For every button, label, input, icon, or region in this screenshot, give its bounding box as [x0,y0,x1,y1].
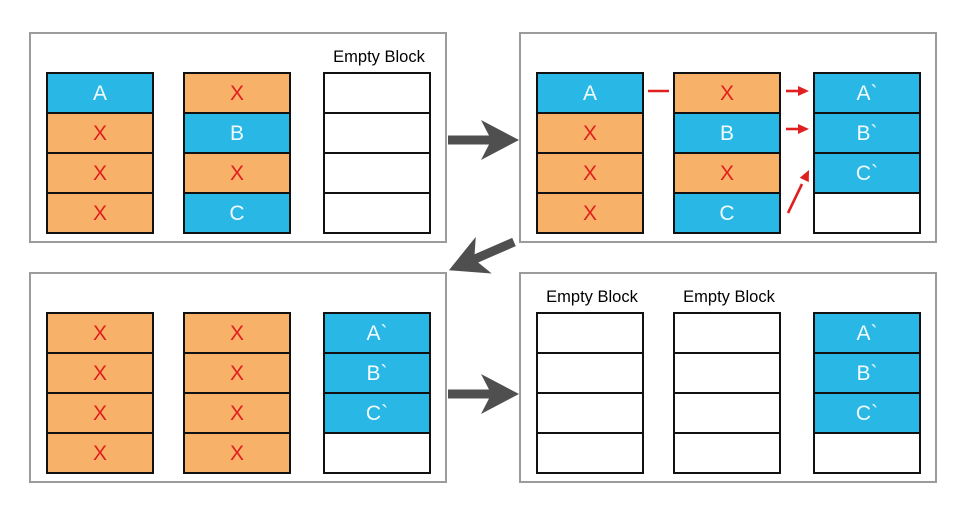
block-x: X [536,152,644,194]
column-label: Empty Block [683,288,775,306]
block-empty [323,112,431,154]
block-c: C [183,192,291,234]
column-label [673,48,785,70]
flash-block-column-2: Empty Block [673,274,785,481]
block-empty [323,432,431,474]
column-label [323,288,435,310]
blocks: A`B`C` [323,312,431,474]
block-empty [323,192,431,234]
column-label [183,288,295,310]
block-x: X [183,312,291,354]
block-empty [323,152,431,194]
block-x: X [536,112,644,154]
block-b-prime: B` [813,352,921,394]
block-empty [536,392,644,434]
block-b-prime: B` [323,352,431,394]
flash-block-column-3: A`B`C` [813,34,925,241]
block-empty [323,72,431,114]
panel-step4: Empty Block Empty Block A`B`C` [519,272,937,483]
block-c-prime: C` [813,152,921,194]
block-empty [673,312,781,354]
block-x: X [183,152,291,194]
block-a-prime: A` [813,72,921,114]
blocks [536,312,644,474]
block-a: A [536,72,644,114]
block-x: X [673,72,781,114]
block-empty [536,352,644,394]
block-c: C [673,192,781,234]
blocks [323,72,431,234]
block-empty [536,432,644,474]
block-b: B [673,112,781,154]
flash-block-column-1: Empty Block [536,274,648,481]
block-x: X [183,352,291,394]
flow-arrow-step3-to-step4-icon [448,374,519,414]
blocks: A`B`C` [813,72,921,234]
block-empty [536,312,644,354]
block-x: X [46,152,154,194]
flash-block-column-3: A`B`C` [813,274,925,481]
block-c-prime: C` [813,392,921,434]
blocks: A`B`C` [813,312,921,474]
block-b-prime: B` [813,112,921,154]
block-x: X [536,192,644,234]
flow-arrow-step1-to-step2-icon [448,120,519,160]
column-label: Empty Block [333,48,425,66]
block-x: X [46,312,154,354]
block-x: X [46,352,154,394]
block-empty [813,192,921,234]
block-x: X [46,432,154,474]
block-empty [813,432,921,474]
flash-block-column-3: A`B`C` [323,274,435,481]
block-a-prime: A` [323,312,431,354]
block-x: X [183,72,291,114]
column-label [46,48,158,70]
block-empty [673,392,781,434]
block-a-prime: A` [813,312,921,354]
block-empty [673,352,781,394]
column-label [46,288,158,310]
block-x: X [183,432,291,474]
block-x: X [673,152,781,194]
column-label [536,48,648,70]
flow-arrow-step2-to-step3-icon [440,223,522,289]
block-b: B [183,112,291,154]
column-label [813,48,925,70]
blocks [673,312,781,474]
block-empty [673,432,781,474]
column-label: Empty Block [546,288,638,306]
block-x: X [46,192,154,234]
block-a: A [46,72,154,114]
column-label [813,288,925,310]
flash-block-column-3: Empty Block [323,34,435,241]
block-c-prime: C` [323,392,431,434]
block-x: X [46,392,154,434]
block-x: X [183,392,291,434]
block-x: X [46,112,154,154]
column-label [183,48,295,70]
